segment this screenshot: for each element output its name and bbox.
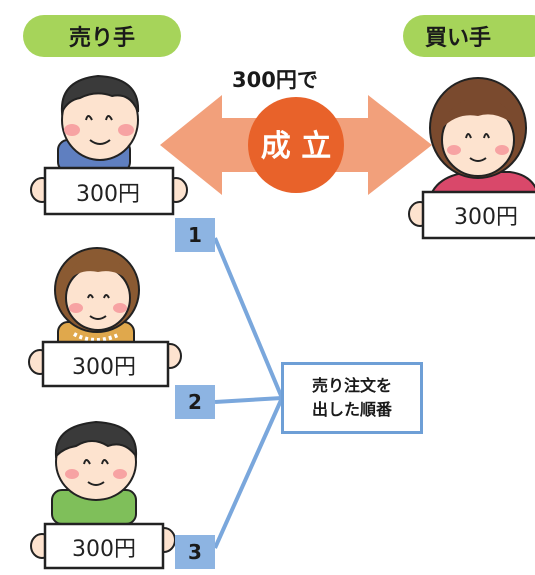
buyer-card-text: 300円 [454,205,518,230]
deal-circle [248,97,344,193]
order-number-2: 2 [175,385,215,419]
seller-card-2 [28,340,182,388]
seller-card-1-text: 300円 [76,182,140,207]
order-connector-lines [213,237,284,549]
buyer-label: 買い手 [403,15,535,57]
buyer-card [408,190,535,240]
seller-card-3-text: 300円 [72,537,136,562]
seller-label: 売り手 [23,15,181,57]
order-box-line-1: 売り注文を [311,376,392,395]
seller-card-1 [30,166,188,216]
seller-person-2 [54,247,140,353]
buyer-person [426,77,535,209]
order-number-3: 3 [175,535,215,569]
order-number-1: 1 [175,218,215,252]
order-sequence-box: 売り注文を 出した順番 [281,362,423,434]
order-box-line-2: 出した順番 [311,400,392,419]
deal-label: 成 立 [261,129,331,164]
seller-person-1 [57,74,140,173]
seller-person-3 [51,420,138,525]
price-label: 300円で [232,68,318,92]
seller-card-2-text: 300円 [72,355,136,380]
seller-card-3 [30,522,176,570]
